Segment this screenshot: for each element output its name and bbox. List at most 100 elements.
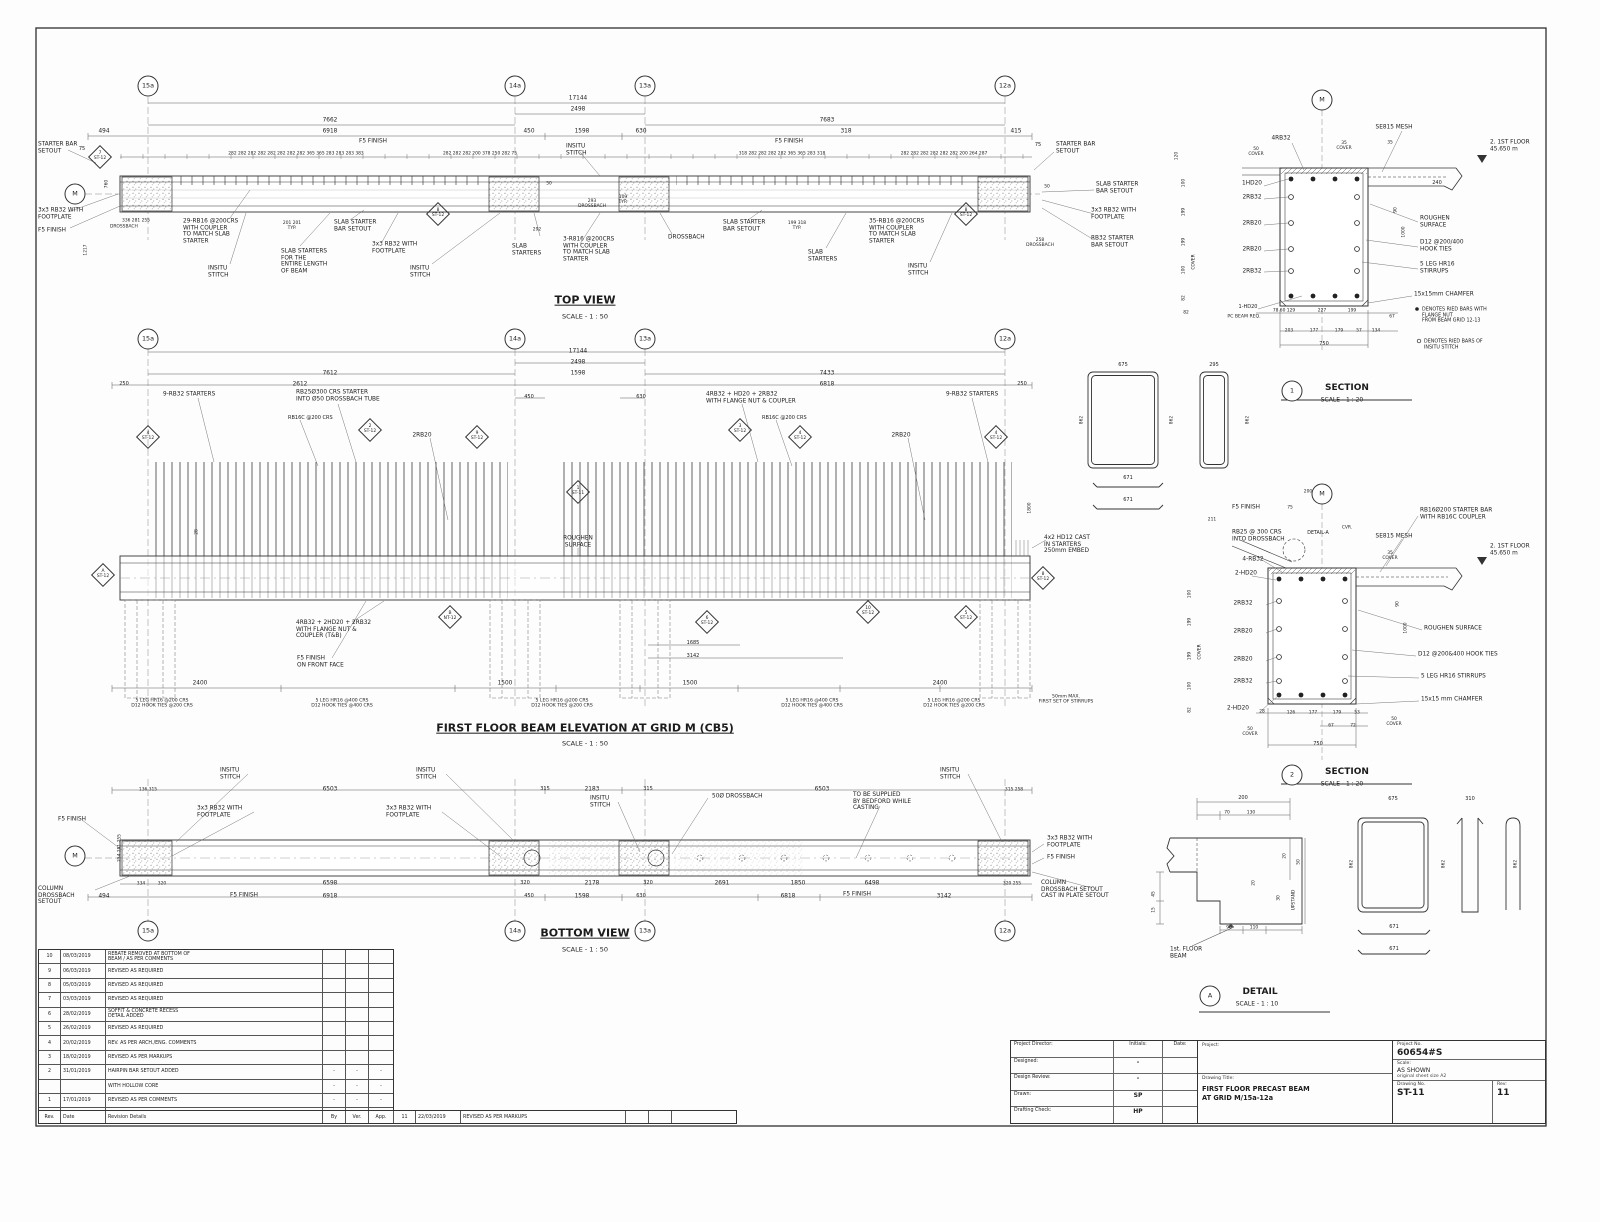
revision-cell	[323, 950, 346, 964]
scale-note: original sheet size A2	[1397, 1074, 1447, 1079]
drawing-no-label: Drawing No.	[1397, 1082, 1426, 1087]
drawing-title-cell: Drawing Title: FIRST FLOOR PRECAST BEAM …	[1198, 1074, 1392, 1123]
designed-row: Designed: -	[1011, 1057, 1197, 1075]
annotation: 292	[532, 227, 542, 233]
annotation: 671	[1389, 946, 1399, 953]
annotation: 1000	[1403, 622, 1409, 634]
annotation: 671	[1123, 497, 1133, 504]
annotation: DETAIL-A	[1307, 531, 1329, 537]
grid-bubble-12a: 12a	[994, 75, 1016, 97]
annotation: 494	[98, 893, 110, 900]
annotation: 2-HD20	[1227, 705, 1249, 712]
revision-cell: -	[346, 1065, 369, 1079]
annotation: 50 COVER	[1386, 716, 1402, 727]
revision-cell	[346, 1021, 369, 1036]
annotation: RB16C @200 CRS	[762, 415, 807, 422]
annotation: 671	[1389, 924, 1399, 931]
annotation: COLUMN DROSSBACH SETOUT	[38, 886, 75, 906]
annotation: 177	[1308, 710, 1318, 716]
revision-cell	[323, 1021, 346, 1036]
annotation: F5 FINISH	[58, 816, 86, 823]
revision-cell: REVISED AS PER MARKUPS	[106, 1050, 323, 1065]
annotation: 334	[136, 881, 146, 887]
drawn-label: Drawn:	[1011, 1090, 1114, 1107]
drawn-value: SP	[1114, 1090, 1163, 1107]
revision-cell: REVISED AS PER COMMENTS	[106, 1093, 323, 1108]
detail-a-title: DETAIL	[1242, 986, 1278, 997]
annotation: 90	[1393, 207, 1399, 213]
annotation: DENOTES RIED BARS OF INSITU STITCH	[1424, 339, 1483, 350]
grid-bubble-m-bottom: M	[64, 845, 86, 867]
annotation: 318 282 282 282 282 365 365 283 318	[738, 151, 826, 157]
annotation: 1850	[790, 880, 806, 887]
title-block-header-row: Project Director: Initials: Date:	[1011, 1041, 1197, 1058]
annotation: 4RB32 + HD20 + 2RB32 WITH FLANGE NUT & C…	[706, 391, 796, 404]
annotation: 675	[1118, 362, 1128, 369]
annotation: 2RB32	[1233, 678, 1253, 685]
annotation: 67	[1328, 723, 1334, 729]
annotation: RB16C @200 CRS	[288, 415, 333, 422]
annotation: 53	[1354, 710, 1360, 716]
revision-cell	[369, 950, 393, 963]
annotation: 5 LEG HR16 @200 CRS D12 HOOK TIES @200 C…	[923, 698, 985, 709]
annotation: 200	[1238, 795, 1248, 802]
revision-cell	[323, 1007, 346, 1021]
annotation: 5 LEG HR16 STIRRUPS	[1420, 261, 1455, 274]
annotation: 82	[1187, 707, 1193, 713]
revision-cell: 1	[39, 1093, 61, 1108]
annotation: 7683	[819, 117, 835, 124]
revision-latest-cell: REVISED AS PER MARKUPS	[461, 1111, 626, 1124]
revision-cell	[369, 1051, 393, 1064]
annotation: 862	[1169, 415, 1175, 425]
revision-cell: 18/02/2019	[61, 1050, 106, 1065]
annotation: ROUGHEN SURFACE	[563, 535, 593, 548]
annotation: STARTER BAR SETOUT	[1056, 141, 1096, 154]
annotation: 6818	[819, 381, 835, 388]
detail-marker: 6 ST-12	[700, 616, 714, 626]
section-cut-marker: 1 ST-11	[571, 486, 585, 496]
revision-cell: 26/02/2019	[61, 1021, 106, 1036]
annotation: 336 281 255	[122, 218, 150, 224]
annotation: 199 318 TYP.	[787, 220, 807, 231]
annotation: 72	[1350, 723, 1356, 729]
annotation: F5 FINISH	[230, 892, 258, 899]
annotation: 750	[1313, 741, 1323, 748]
annotation: 310	[1465, 796, 1475, 803]
revision-cell: REV. AS PER ARCH./ENG. COMMENTS	[106, 1036, 323, 1050]
revision-cell	[323, 964, 346, 978]
annotation: 82	[1181, 295, 1187, 301]
annotation: DROSSBACH	[110, 224, 138, 230]
annotation: D12 @200/400 HOOK TIES	[1420, 239, 1464, 252]
annotation: RB16Ø200 STARTER BAR WITH RB16C COUPLER	[1420, 507, 1493, 520]
design-review-date	[1163, 1074, 1197, 1090]
annotation: 75	[78, 146, 86, 153]
revision-latest-cell: 22/03/2019	[416, 1111, 461, 1124]
annotation: 3x3 RB32 WITH FOOTPLATE	[197, 805, 243, 818]
annotation: 3142	[686, 653, 700, 660]
detail-marker: 9 ST-12	[470, 431, 484, 441]
annotation: 282 282 282 200 378 250 282 75	[442, 151, 518, 157]
annotation: 199	[1181, 207, 1187, 217]
annotation: 28	[194, 529, 200, 535]
annotation: 630	[636, 893, 646, 900]
annotation: 20	[1282, 853, 1288, 859]
annotation: 17144	[568, 348, 588, 355]
annotation: ROUGHEN SURFACE	[1420, 215, 1450, 228]
annotation: F5 FINISH	[38, 227, 66, 234]
grid-bubble-14a-elev: 14a	[504, 328, 526, 350]
annotation: 862	[1349, 859, 1355, 869]
annotation: 6503	[322, 786, 338, 793]
revision-cell: 7	[39, 993, 61, 1007]
annotation: 9-RB32 STARTERS	[946, 391, 999, 398]
revision-cell	[369, 1008, 393, 1021]
annotation: 2612	[292, 381, 308, 388]
revision-cell: 8	[39, 978, 61, 993]
section-2-title: SECTION	[1325, 766, 1369, 777]
annotation: 100	[1187, 589, 1193, 599]
